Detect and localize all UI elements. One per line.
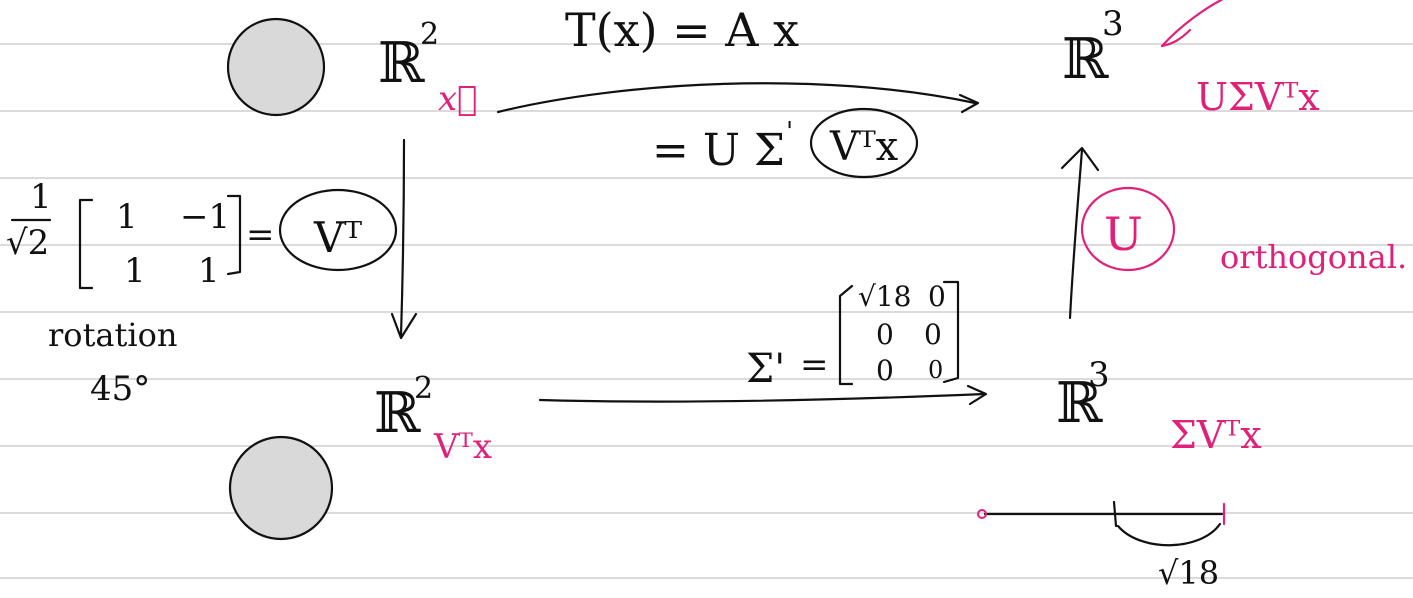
sigma-equals: =	[800, 345, 829, 385]
bottom-arrow-head	[966, 384, 988, 406]
svd-sigma-prime: '	[786, 117, 793, 147]
bottom-arrow	[538, 392, 987, 403]
space-r3-top: ℝ	[1062, 27, 1110, 92]
matrix-cell: 1	[124, 251, 146, 291]
circle-vtx	[809, 107, 919, 179]
space-r3-top-exponent: 3	[1102, 4, 1124, 44]
sigma-cell: 0	[928, 280, 946, 313]
sigma-prime-label: Σ'	[746, 346, 785, 392]
space-r2-top: ℝ	[378, 31, 426, 96]
space-r2-bottom-exponent: 2	[414, 371, 433, 406]
sigma-cell: 0	[876, 318, 894, 351]
sigma-cell: 0	[876, 354, 894, 387]
space-r3-bottom-exponent: 3	[1088, 355, 1110, 395]
sigma-cell: 0	[928, 356, 943, 384]
space-r3-bottom: ℝ	[1056, 371, 1104, 436]
input-vector-label: x⃗	[438, 79, 478, 119]
space-r2-top-exponent: 2	[420, 17, 439, 52]
distance-label: √18	[1158, 554, 1219, 592]
output-expression-bottom: ΣVᵀx	[1170, 413, 1262, 457]
left-down-arrow-head	[390, 312, 418, 340]
top-arrow-head	[958, 93, 980, 114]
rotation-angle: 45°	[90, 369, 150, 409]
circled-vtx: Vᵀx	[829, 124, 899, 170]
pen-stroke-mark	[1160, 0, 1224, 48]
scalar-numerator: 1	[30, 177, 52, 217]
orthogonal-note: orthogonal.	[1220, 238, 1407, 276]
left-down-arrow	[399, 138, 406, 338]
right-up-arrow-head	[1060, 146, 1100, 172]
right-up-arrow	[1068, 148, 1084, 320]
sigma-cell: √18	[858, 280, 911, 313]
matrix-cell: 1	[198, 251, 220, 291]
svd-factorization: = U Σ	[652, 125, 785, 176]
matrix-cell: 1	[116, 197, 138, 237]
number-line-mid-tick	[1112, 500, 1118, 528]
circled-u: U	[1104, 207, 1143, 261]
pen-stroke-mark-tail	[1160, 28, 1192, 48]
unit-disc-top	[226, 17, 326, 117]
sigma-cell: 0	[924, 318, 942, 351]
number-line-origin	[977, 509, 987, 519]
circle-u	[1080, 186, 1176, 272]
top-arrow	[496, 82, 977, 114]
sigma-left-bracket	[838, 284, 854, 386]
matrix-left-bracket	[78, 198, 94, 290]
matrix-right-bracket	[226, 194, 242, 276]
ruled-lines	[0, 43, 1413, 579]
space-r2-bottom: ℝ	[374, 381, 422, 446]
rotation-note: rotation	[48, 316, 177, 354]
scalar-denominator: √2	[6, 223, 49, 263]
circle-vt	[278, 188, 398, 272]
circled-vt: Vᵀ	[313, 213, 362, 262]
output-expression-top: UΣVᵀx	[1196, 75, 1320, 119]
unit-disc-bottom	[228, 435, 334, 541]
matrix-equals: =	[246, 215, 275, 255]
rotated-vector-label: Vᵀx	[433, 427, 492, 467]
distance-brace	[1116, 522, 1222, 547]
transform-definition: T(x) = A x	[565, 3, 799, 57]
sigma-right-bracket	[942, 280, 960, 384]
matrix-cell: −1	[180, 197, 230, 237]
